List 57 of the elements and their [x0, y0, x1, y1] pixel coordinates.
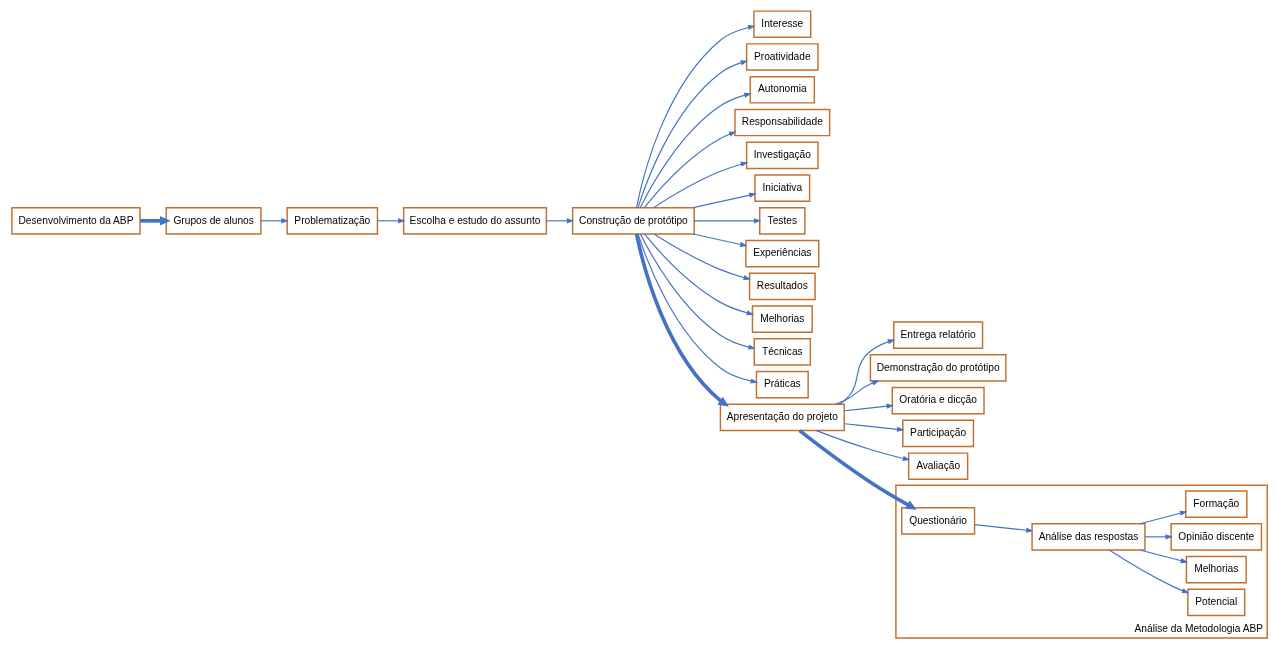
arrow — [643, 131, 737, 209]
node-box: Iniciativa — [754, 174, 811, 202]
node-box: Potencial — [1187, 588, 1246, 617]
arrow — [843, 403, 894, 412]
node-box: Autonomia — [749, 75, 816, 104]
node-box: Grupos de alunos — [165, 207, 262, 235]
node-box: Análise das respostas — [1031, 523, 1146, 551]
arrow — [644, 233, 755, 316]
arrow — [653, 161, 749, 209]
node-box: Técnicas — [753, 338, 812, 366]
arrow — [798, 429, 917, 510]
arrow — [815, 430, 911, 461]
node-box: Questionário — [901, 507, 976, 535]
arrow — [1108, 549, 1190, 594]
node-box: Apresentação do projeto — [719, 403, 845, 432]
node-box: Entrega relatório — [893, 321, 984, 349]
arrow — [140, 216, 171, 226]
node-box: Oratória e dicção — [891, 386, 985, 415]
node-box: Demonstração do protótipo — [869, 354, 1007, 382]
arrow — [834, 380, 880, 405]
node-box: Opinião discente — [1170, 523, 1263, 551]
arrow — [639, 92, 752, 209]
node-box: Melhorias — [1185, 555, 1247, 584]
node-box: Construção de protótipo — [571, 207, 695, 235]
node-box: Interesse — [753, 10, 812, 39]
arrow — [376, 218, 406, 224]
node-box: Melhorias — [751, 305, 813, 333]
node-box: Responsabilidade — [734, 108, 831, 137]
arrow — [1144, 534, 1173, 540]
arrow — [843, 423, 905, 432]
node-box: Participação — [902, 419, 975, 448]
arrow — [1139, 549, 1189, 564]
arrow — [639, 233, 756, 350]
arrow — [974, 524, 1034, 533]
arrow — [692, 233, 748, 247]
node-box: Práticas — [755, 370, 809, 399]
arrow — [637, 60, 749, 209]
node-box: Problematização — [286, 207, 379, 235]
node-box: Investigação — [745, 141, 819, 170]
arrow — [653, 233, 752, 281]
node-box: Resultados — [748, 272, 816, 301]
node-box: Testes — [759, 207, 806, 235]
arrow — [692, 192, 757, 209]
node-box: Avaliação — [907, 452, 969, 481]
arrow — [635, 25, 756, 209]
arrow — [634, 233, 729, 407]
node-box: Escolha e estudo do assunto — [402, 207, 548, 235]
arrow — [545, 218, 575, 224]
arrow — [260, 218, 289, 224]
arrow — [693, 218, 762, 224]
node-box: Desenvolvimento da ABP — [11, 207, 141, 235]
arrow — [838, 339, 896, 405]
node-box: Proatividade — [745, 43, 819, 71]
node-box: Experiências — [745, 239, 820, 268]
arrow — [1139, 510, 1188, 525]
node-box: Formação — [1185, 490, 1248, 518]
arrow — [637, 233, 759, 384]
